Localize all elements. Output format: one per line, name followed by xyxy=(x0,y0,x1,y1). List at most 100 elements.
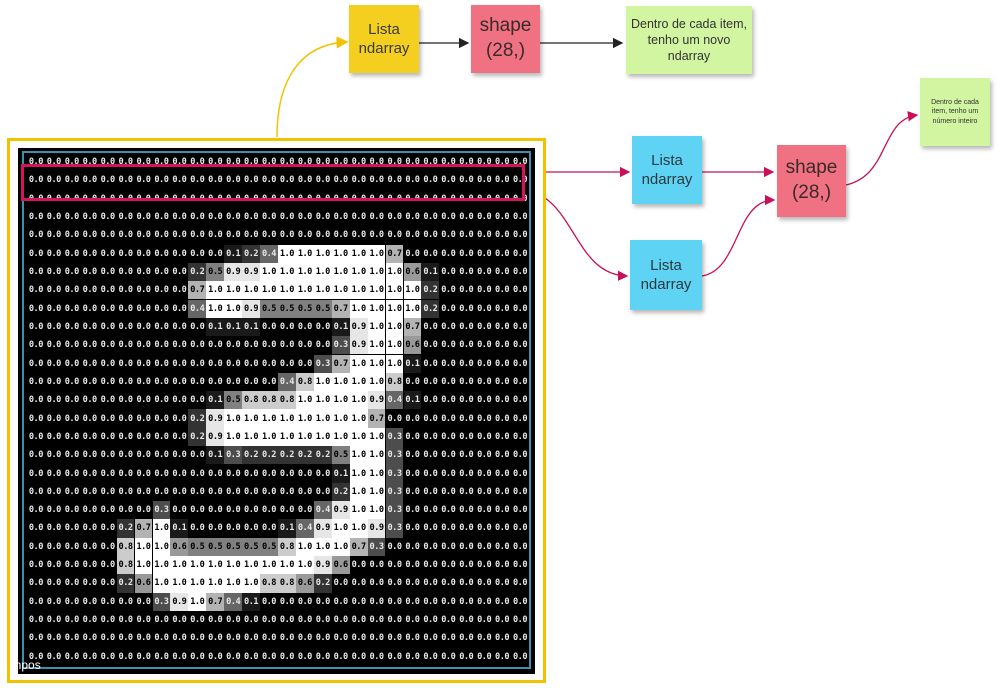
pixel-cell: 0.1 xyxy=(403,391,422,410)
pixel-cell: 0.0 xyxy=(421,409,440,428)
pixel-cell: 0.0 xyxy=(313,611,332,630)
pixel-cell: 0.0 xyxy=(27,409,45,428)
pixel-cell: 0.0 xyxy=(242,226,260,245)
pixel-cell: 0.4 xyxy=(188,299,207,318)
pixel-cell: 0.0 xyxy=(367,647,386,666)
pixel-cell: 1.0 xyxy=(134,556,153,575)
pixel-cell: 0.9 xyxy=(349,336,368,355)
pixel-cell: 0.0 xyxy=(295,171,314,190)
pixel-cell: 0.3 xyxy=(224,446,243,465)
pixel-cell: 1.0 xyxy=(188,574,207,593)
pixel-cell: 0.0 xyxy=(27,171,45,190)
pixel-cell: 1.0 xyxy=(367,281,386,300)
top-list-note: Lista ndarray xyxy=(349,5,419,73)
pixel-cell: 0.0 xyxy=(27,537,45,556)
pixel-cell: 0.0 xyxy=(152,262,171,282)
pixel-cell: 0.0 xyxy=(493,446,511,465)
pixel-cell: 0.9 xyxy=(170,592,189,611)
pixel-cell: 0.0 xyxy=(206,519,225,538)
pixel-cell: 0.0 xyxy=(475,556,494,575)
pixel-cell: 0.0 xyxy=(134,354,153,373)
pixel-cell: 0.0 xyxy=(62,336,81,355)
pixel-cell: 0.0 xyxy=(421,317,440,337)
pixel-cell: 0.0 xyxy=(278,464,296,483)
pixel-cell: 0.0 xyxy=(134,244,153,263)
pixel-cell: 0.0 xyxy=(44,281,63,300)
pixel-cell: 0.0 xyxy=(421,207,440,227)
pixel-cell: 0.0 xyxy=(439,501,458,520)
pixel-cell: 0.0 xyxy=(80,409,99,428)
pixel-cell: 0.5 xyxy=(206,262,225,282)
pixel-cell: 1.0 xyxy=(367,317,386,337)
pixel-cell: 0.0 xyxy=(439,354,458,373)
pixel-cell: 0.0 xyxy=(27,391,45,410)
pixel-cell: 0.0 xyxy=(457,226,476,245)
pixel-cell: 0.0 xyxy=(439,391,458,410)
matrix-inner-border xyxy=(22,151,531,669)
pixel-cell: 0.0 xyxy=(511,446,529,465)
pixel-cell: 0.0 xyxy=(457,171,476,190)
pixel-cell: 0.0 xyxy=(403,647,422,666)
pixel-cell: 0.0 xyxy=(206,611,225,630)
pixel-cell: 1.0 xyxy=(224,409,243,428)
pixel-cell: 0.0 xyxy=(421,482,440,501)
pixel-cell: 1.0 xyxy=(170,556,189,575)
pixel-cell: 0.0 xyxy=(421,519,440,538)
pixel-cell: 0.0 xyxy=(457,427,476,446)
pixel-cell: 0.0 xyxy=(44,519,63,538)
pixel-cell: 0.0 xyxy=(152,372,171,392)
pixel-cell: 0.0 xyxy=(134,262,153,282)
pixel-cell: 0.7 xyxy=(331,354,350,373)
pixel-cell: 0.0 xyxy=(511,281,529,300)
pixel-cell: 0.0 xyxy=(134,592,153,611)
pixel-cell: 1.0 xyxy=(242,574,260,593)
pixel-cell: 0.2 xyxy=(313,574,332,593)
pixel-cell: 0.0 xyxy=(188,207,207,227)
pixel-cell: 0.0 xyxy=(80,372,99,392)
pixel-cell: 0.0 xyxy=(457,501,476,520)
pixel-cell: 0.9 xyxy=(206,427,225,446)
pixel-cell: 0.0 xyxy=(134,501,153,520)
pixel-cell: 0.7 xyxy=(134,519,153,538)
pixel-cell: 0.0 xyxy=(116,501,135,520)
pixel-cell: 0.8 xyxy=(295,372,314,392)
pixel-cell: 0.0 xyxy=(260,372,278,392)
pixel-cell: 1.0 xyxy=(134,537,153,556)
pixel-cell: 1.0 xyxy=(349,464,368,483)
pixel-cell: 0.0 xyxy=(80,501,99,520)
pixel-cell: 0.0 xyxy=(457,629,476,648)
pixel-cell: 0.0 xyxy=(170,482,189,501)
pixel-cell: 1.0 xyxy=(295,427,314,446)
pixel-cell: 0.8 xyxy=(116,537,135,556)
pixel-cell: 0.0 xyxy=(224,501,243,520)
pixel-cell: 0.6 xyxy=(403,262,422,282)
pixel-cell: 0.0 xyxy=(421,537,440,556)
pixel-cell: 1.0 xyxy=(385,281,404,300)
pixel-cell: 0.1 xyxy=(331,317,350,337)
pixel-cell: 0.0 xyxy=(62,482,81,501)
pixel-cell: 0.3 xyxy=(385,427,404,446)
pixel-cell: 0.0 xyxy=(242,372,260,392)
pixel-cell: 0.0 xyxy=(511,574,529,593)
pixel-cell: 1.0 xyxy=(331,391,350,410)
pixel-cell: 0.2 xyxy=(421,299,440,318)
pixel-cell: 0.0 xyxy=(439,611,458,630)
pixel-cell: 0.0 xyxy=(511,262,529,282)
pixel-cell: 0.0 xyxy=(188,354,207,373)
row-shape-note: shape (28,) xyxy=(777,145,846,217)
pixel-cell: 0.0 xyxy=(278,592,296,611)
pixel-cell: 0.0 xyxy=(511,611,529,630)
pixel-cell: 0.0 xyxy=(98,354,117,373)
pixel-cell: 0.0 xyxy=(98,611,117,630)
pixel-cell: 0.0 xyxy=(493,336,511,355)
pixel-cell: 1.0 xyxy=(367,464,386,483)
pixel-cell: 0.0 xyxy=(134,464,153,483)
pixel-cell: 0.0 xyxy=(188,482,207,501)
pixel-cell: 0.0 xyxy=(403,556,422,575)
pixel-cell: 0.0 xyxy=(511,537,529,556)
pixel-cell: 0.0 xyxy=(475,647,494,666)
pixel-cell: 0.0 xyxy=(295,647,314,666)
pixel-cell: 1.0 xyxy=(331,427,350,446)
pixel-cell: 0.0 xyxy=(260,317,278,337)
pixel-cell: 0.0 xyxy=(313,336,332,355)
